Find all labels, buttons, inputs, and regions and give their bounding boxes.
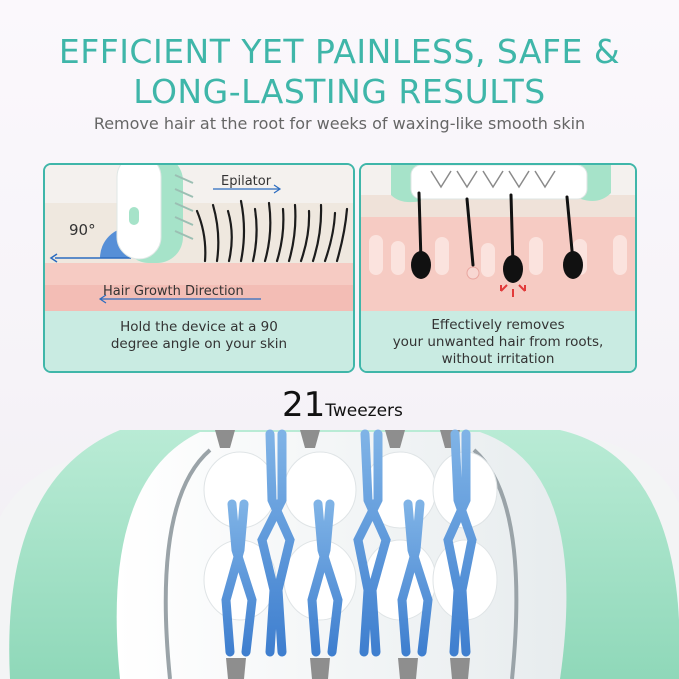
tweezer-blades-icon [221, 429, 477, 657]
epilator-label: Epilator [221, 174, 272, 189]
root-removal-panel: Effectively removes your unwanted hair f… [359, 163, 637, 373]
hair-icon [195, 199, 349, 263]
headline-line-1: EFFICIENT YET PAINLESS, SAFE & [58, 32, 621, 71]
headline-line-2: LONG-LASTING RESULTS [133, 72, 546, 111]
root-illustration [361, 165, 635, 371]
left-caption-line-2: degree angle on your skin [110, 336, 288, 352]
right-caption-line-2: your unwanted hair from roots, [392, 334, 604, 350]
angle-label: 90° [69, 221, 96, 239]
right-caption-line-3: without irritation [441, 351, 555, 367]
epilator-head-image [0, 429, 679, 679]
tweezers-word: Tweezers [325, 401, 403, 421]
angle-illustration: Epilator 90° Hair Growth Direction [45, 165, 353, 371]
epilator-icon [116, 165, 194, 263]
angle-illustration-panel: Epilator 90° Hair Growth Direction Hold … [43, 163, 355, 373]
hair-direction-label: Hair Growth Direction [103, 284, 244, 299]
left-caption-line-1: Hold the device at a 90 [120, 319, 278, 335]
subtitle: Remove hair at the root for weeks of wax… [93, 114, 586, 133]
tweezers-count: 21 [282, 385, 326, 425]
tweezers-label: 21Tweezers [282, 385, 403, 425]
right-caption-line-1: Effectively removes [431, 317, 565, 333]
